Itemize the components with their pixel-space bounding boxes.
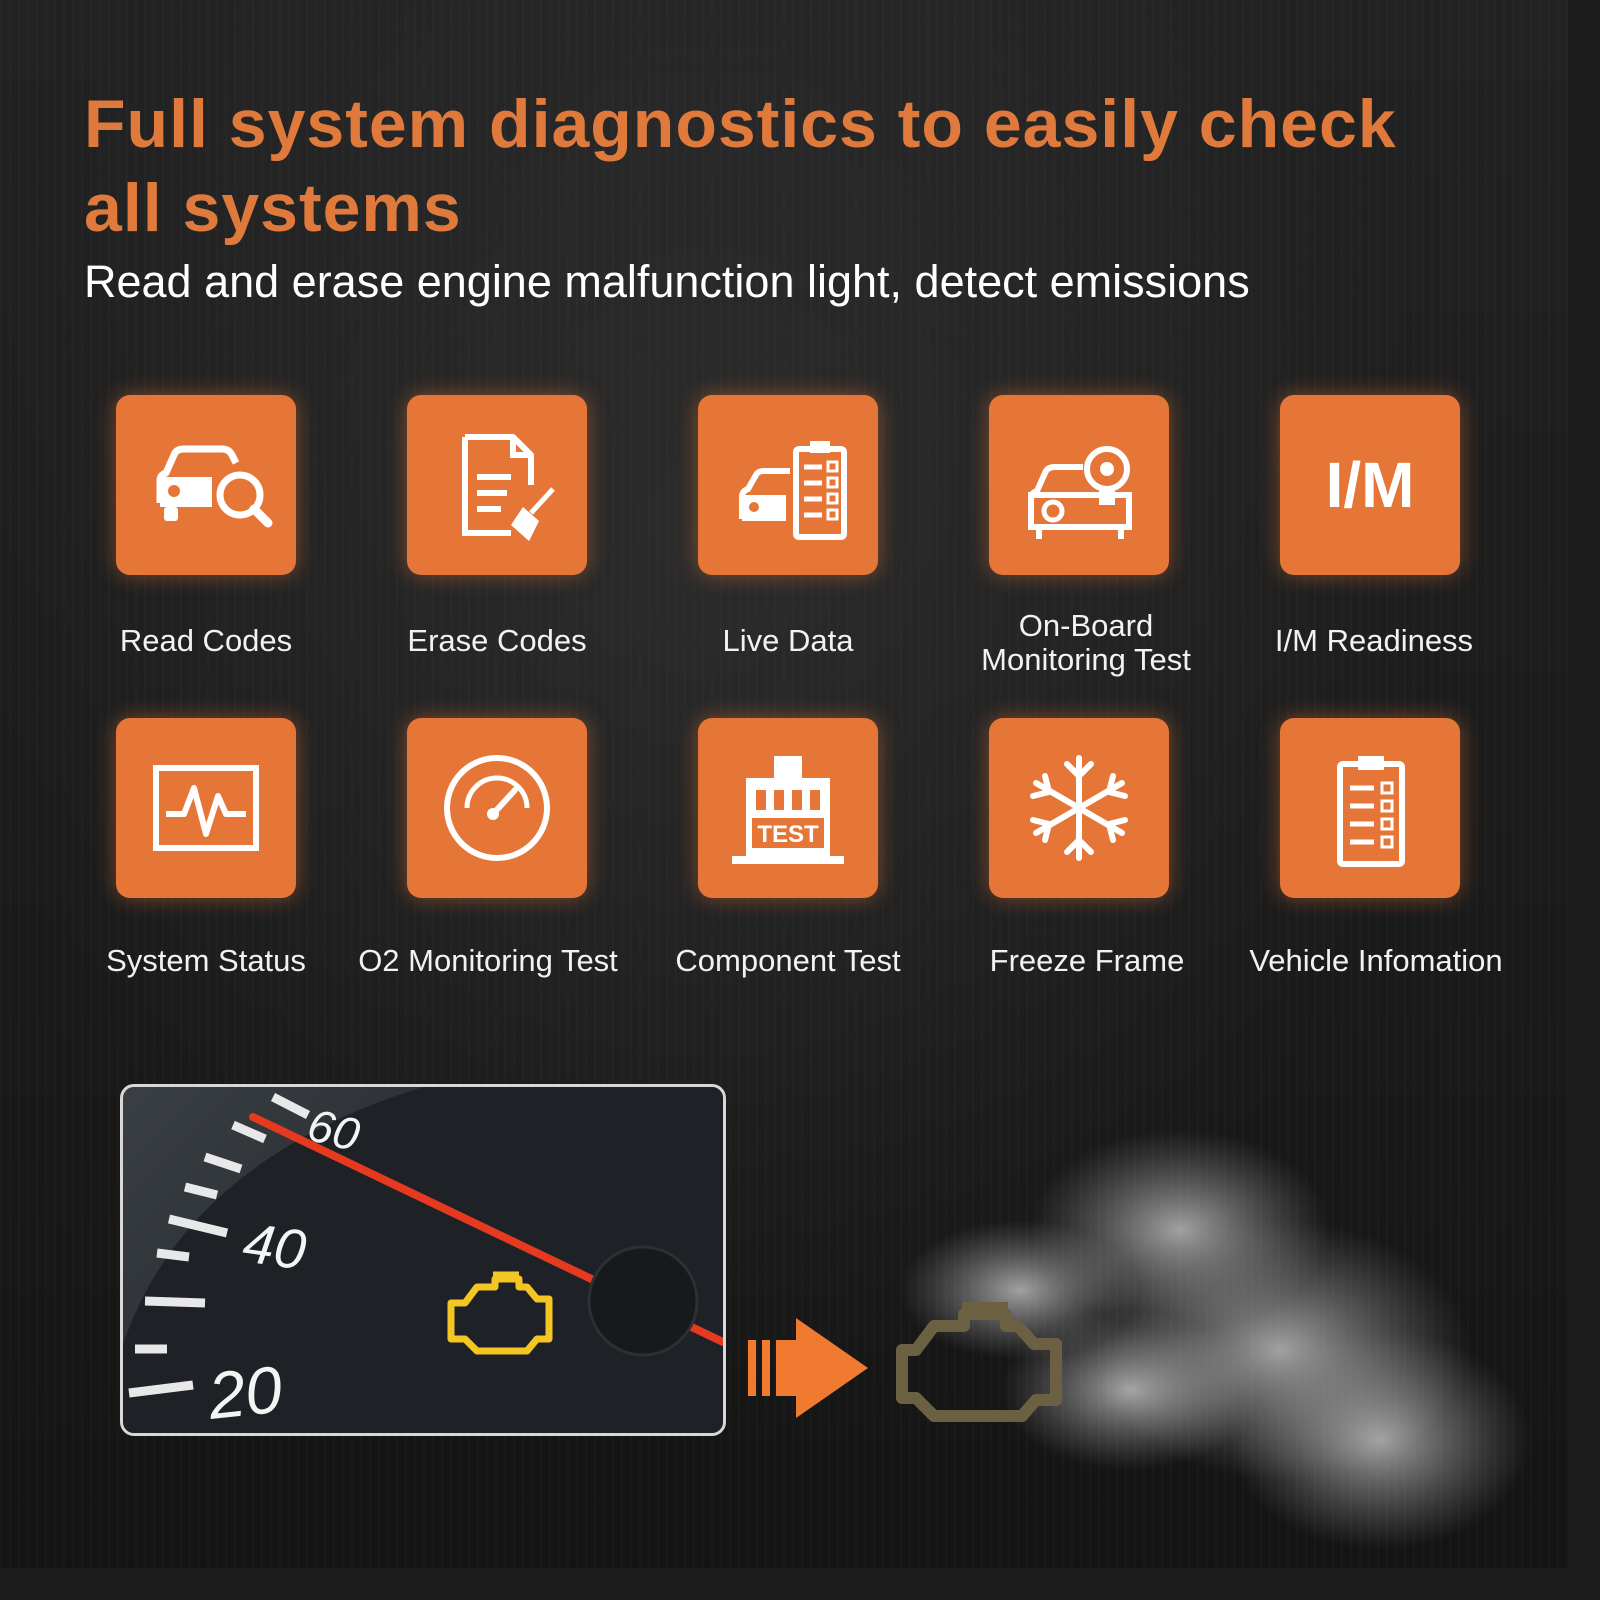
check-engine-icon xyxy=(447,1271,553,1355)
speedometer-dial: 60 40 20 xyxy=(123,1087,723,1433)
feature-label: Freeze Frame xyxy=(989,943,1185,978)
test-bench-icon: TEST xyxy=(732,756,844,864)
needle-hub xyxy=(587,1245,699,1357)
document-broom-icon xyxy=(462,434,555,541)
car-search-icon xyxy=(156,445,273,528)
gauge-icon xyxy=(444,755,550,861)
o2-monitoring-tile xyxy=(407,718,587,898)
feature-label: Read Codes xyxy=(119,623,293,658)
live-data-tile xyxy=(698,395,878,575)
transition-arrow-icon xyxy=(748,1318,868,1418)
car-sensor-icon xyxy=(1028,446,1132,539)
snowflake-icon xyxy=(1030,755,1128,861)
speed-label-40: 40 xyxy=(239,1210,309,1281)
exhaust-smoke xyxy=(900,1130,1530,1550)
feature-label: Component Test xyxy=(675,943,901,978)
car-checklist-icon xyxy=(739,441,847,540)
speedometer-panel: 60 40 20 xyxy=(120,1084,726,1436)
feature-label: Vehicle Infomation xyxy=(1249,943,1503,978)
vehicle-information-tile xyxy=(1280,718,1460,898)
feature-label: On-Board Monitoring Test xyxy=(981,608,1191,677)
erase-codes-tile xyxy=(407,395,587,575)
feature-label: Live Data xyxy=(722,623,854,658)
system-status-tile xyxy=(116,718,296,898)
feature-label: I/M Readiness xyxy=(1274,623,1474,658)
subline: Read and erase engine malfunction light,… xyxy=(84,256,1250,307)
waveform-icon xyxy=(153,765,259,851)
speed-label-60: 60 xyxy=(303,1098,366,1161)
on-board-monitoring-tile xyxy=(989,395,1169,575)
im-readiness-tile: I/M xyxy=(1280,395,1460,575)
speed-label-20: 20 xyxy=(204,1352,286,1433)
component-test-tile: TEST xyxy=(698,718,878,898)
im-text-icon: I/M xyxy=(1326,449,1415,521)
read-codes-tile xyxy=(116,395,296,575)
feature-label: Erase Codes xyxy=(407,623,587,658)
test-icon-text: TEST xyxy=(757,821,819,848)
im-icon-text: I/M xyxy=(1326,449,1415,521)
headline: Full system diagnostics to easily check … xyxy=(84,86,1397,246)
engine-icon xyxy=(896,1302,1062,1422)
feature-label: O2 Monitoring Test xyxy=(358,943,618,978)
feature-label: System Status xyxy=(106,943,306,978)
freeze-frame-tile xyxy=(989,718,1169,898)
clipboard-icon xyxy=(1337,756,1405,867)
